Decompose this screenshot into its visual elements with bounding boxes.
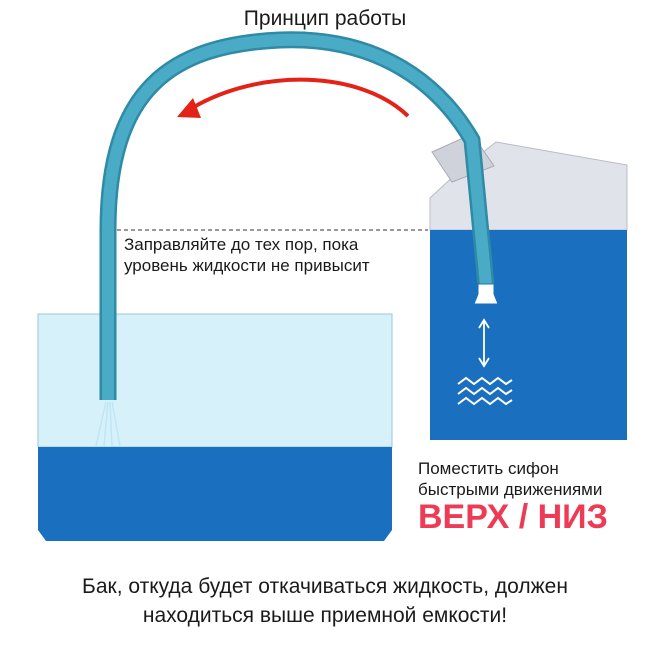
instruction-text: Поместить сифон быстрыми движениями <box>418 458 602 500</box>
instruction-line-1: Поместить сифон <box>418 459 559 478</box>
level-note-line-1: Заправляйте до тех пор, пока <box>124 235 359 254</box>
receiving-tank-water <box>38 447 392 541</box>
footer-warning: Бак, откуда будет откачиваться жидкость,… <box>0 572 650 630</box>
footer-line-1: Бак, откуда будет откачиваться жидкость,… <box>82 575 568 598</box>
water-jet-icon <box>95 401 121 447</box>
footer-line-2: находиться выше приемной емкости! <box>142 604 508 627</box>
flow-direction-arrow <box>177 77 410 118</box>
liquid-waves-icon <box>457 376 513 406</box>
motion-accent-label: ВЕРХ / НИЗ <box>418 498 608 536</box>
receiving-tank-air <box>37 313 393 448</box>
level-note: Заправляйте до тех пор, пока уровень жид… <box>122 234 372 276</box>
level-note-line-2: уровень жидкости не привысит <box>124 256 370 275</box>
siphon-hose-inner <box>102 33 492 400</box>
source-tank <box>429 133 628 440</box>
receiving-tank <box>37 313 393 541</box>
siphon-nozzle-icon <box>473 283 499 305</box>
page-title: Принцип работы <box>243 7 407 30</box>
up-down-arrow-icon <box>478 318 490 368</box>
source-tank-water <box>430 230 627 440</box>
instruction-line-2: быстрыми движениями <box>418 480 603 499</box>
